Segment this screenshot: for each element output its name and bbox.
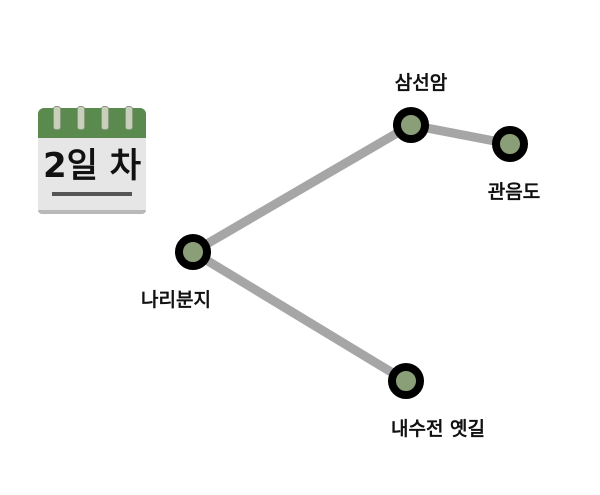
calendar-ring <box>53 106 61 130</box>
node-samseon <box>393 107 429 143</box>
day-underline <box>52 192 132 196</box>
day-label: 2일 차 <box>42 146 142 186</box>
node-label-gwaneum: 관음도 <box>487 181 541 203</box>
node-naesujeon <box>388 363 424 399</box>
edge-nari-samseon <box>190 121 414 256</box>
calendar-ring <box>101 106 109 130</box>
calendar-icon: 2일 차 <box>38 106 146 214</box>
calendar-ring <box>77 106 85 130</box>
node-nari <box>175 234 211 270</box>
calendar-ring <box>125 106 133 130</box>
node-gwaneum <box>492 126 528 162</box>
node-label-nari: 나리분지 <box>141 289 211 311</box>
node-label-samseon: 삼선암 <box>394 72 448 94</box>
node-label-naesujeon: 내수전 옛길 <box>390 418 486 440</box>
calendar-body <box>38 138 146 214</box>
edge-nari-naesujeon <box>190 248 409 385</box>
